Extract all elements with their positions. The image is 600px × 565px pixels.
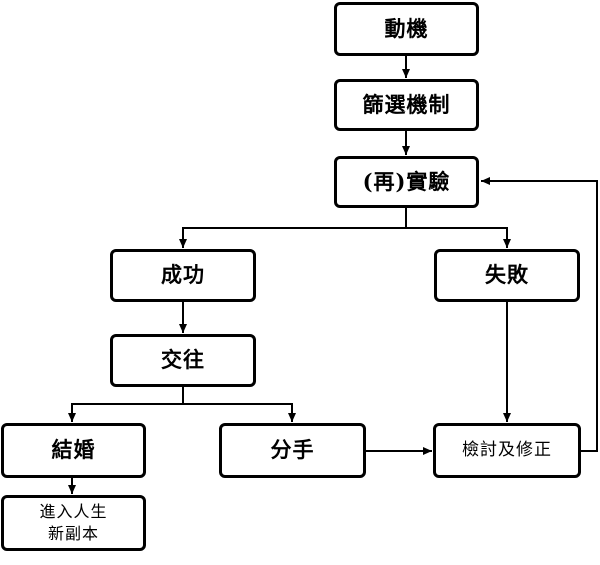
node-experiment-label: (再)實驗 <box>362 168 451 194</box>
node-screening: 篩選機制 <box>334 79 479 131</box>
node-failure-label: 失敗 <box>485 262 529 288</box>
node-motive: 動機 <box>334 2 479 56</box>
node-marriage: 結婚 <box>1 423 146 478</box>
node-screening-label: 篩選機制 <box>362 91 451 117</box>
node-marriage-label: 結婚 <box>51 437 96 463</box>
node-breakup-label: 分手 <box>270 437 315 463</box>
node-failure: 失敗 <box>434 249 580 302</box>
node-dating-label: 交往 <box>161 347 205 373</box>
split-experiment <box>179 208 407 248</box>
split-experiment-right <box>406 227 511 248</box>
node-experiment: (再)實驗 <box>334 156 479 208</box>
node-new-chapter-line2: 新副本 <box>47 524 99 543</box>
node-breakup: 分手 <box>219 423 366 478</box>
node-review-label: 檢討及修正 <box>462 439 552 460</box>
node-motive-label: 動機 <box>384 15 429 41</box>
node-success: 成功 <box>110 249 256 302</box>
loop-review-to-experiment <box>481 177 598 452</box>
node-review: 檢討及修正 <box>433 423 581 478</box>
split-dating-right <box>183 403 296 422</box>
node-dating: 交往 <box>110 334 256 387</box>
node-new-chapter-line1: 進入人生 <box>39 502 108 522</box>
node-new-chapter: 進入人生 新副本 <box>1 495 146 551</box>
node-success-label: 成功 <box>161 262 205 288</box>
split-dating-left <box>68 387 184 422</box>
